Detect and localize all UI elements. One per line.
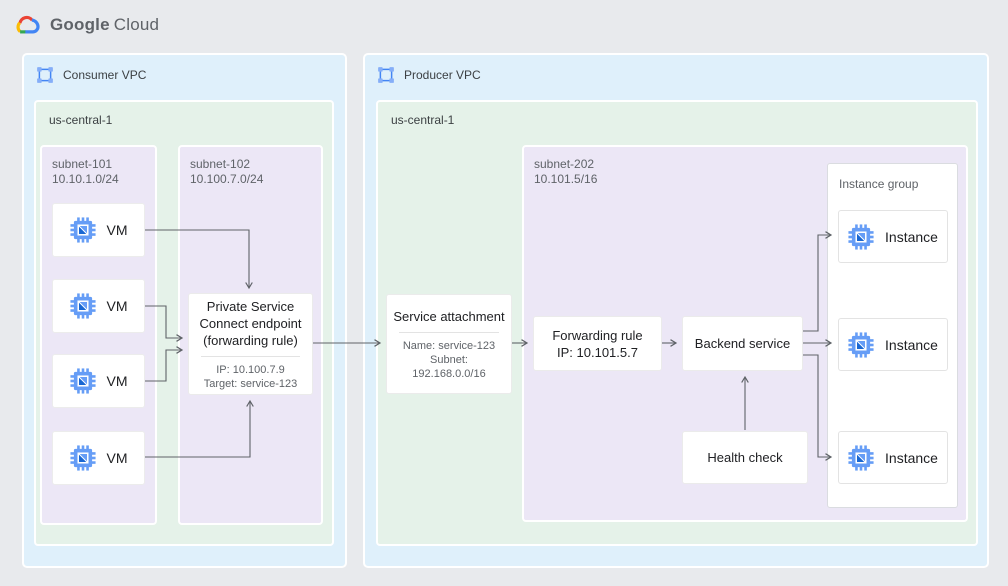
subnet-202-cidr: 10.101.5/16: [534, 172, 598, 186]
vm-label: VM: [106, 222, 128, 238]
instance-chip-icon: [848, 223, 874, 250]
producer-vpc-label: Producer VPC: [404, 68, 481, 82]
vm-chip-icon: [69, 368, 96, 394]
vm-label: VM: [106, 373, 128, 389]
google-cloud-logo-icon: [13, 13, 41, 36]
service-attachment-subnet-label: Subnet:: [430, 353, 468, 366]
instance-label: Instance: [885, 449, 938, 466]
vm-chip-icon: [69, 293, 96, 319]
instance-label: Instance: [885, 336, 938, 353]
subnet-202-label: subnet-202 10.101.5/16: [534, 157, 597, 187]
consumer-vpc-label: Consumer VPC: [63, 68, 147, 82]
service-attachment-box: Service attachment Name: service-123 Sub…: [386, 294, 512, 394]
service-attachment-subnet-cidr: 192.168.0.0/16: [412, 367, 486, 380]
vm-box-1: VM: [52, 203, 145, 257]
instance-box-1: Instance: [838, 210, 948, 263]
vm-label: VM: [106, 298, 128, 314]
subnet-102: subnet-102 10.100.7.0/24 Private Service…: [178, 145, 323, 525]
subnet-202: subnet-202 10.101.5/16 Forwarding rule I…: [522, 145, 968, 522]
producer-vpc-container: Producer VPC us-central-1 Service attach…: [363, 53, 989, 568]
health-check-label: Health check: [707, 450, 783, 465]
producer-vpc-header: Producer VPC: [365, 55, 987, 95]
backend-service-label: Backend service: [694, 336, 791, 351]
subnet-202-name: subnet-202: [534, 157, 595, 171]
consumer-vpc-container: Consumer VPC us-central-1 subnet-101 10.…: [22, 53, 347, 568]
logo-word-google: Google: [50, 14, 110, 34]
vm-chip-icon: [69, 217, 96, 243]
instance-group-container: Instance group: [827, 163, 958, 508]
forwarding-rule-line1: Forwarding rule: [552, 327, 643, 343]
instance-box-3: Instance: [838, 431, 948, 484]
logo-word-cloud: Cloud: [113, 14, 160, 34]
vm-box-4: VM: [52, 431, 145, 485]
service-attachment-title: Service attachment: [393, 308, 505, 324]
psc-endpoint-ip: IP: 10.100.7.9: [216, 363, 285, 376]
instance-box-2: Instance: [838, 318, 948, 371]
vpc-network-icon: [377, 66, 395, 84]
vm-box-2: VM: [52, 279, 145, 333]
divider: [201, 355, 300, 357]
subnet-102-label: subnet-102 10.100.7.0/24: [190, 157, 263, 187]
subnet-101-name: subnet-101: [52, 157, 113, 171]
instance-chip-icon: [848, 444, 874, 471]
instance-group-label: Instance group: [839, 177, 919, 191]
vm-label: VM: [106, 450, 128, 466]
producer-region: us-central-1 Service attachment Name: se…: [376, 100, 978, 546]
psc-endpoint-title: Private Service Connect endpoint (forwar…: [199, 298, 302, 348]
instance-chip-icon: [848, 331, 874, 358]
producer-region-label: us-central-1: [391, 113, 455, 127]
health-check-box: Health check: [682, 431, 808, 484]
forwarding-rule-box: Forwarding rule IP: 10.101.5.7: [533, 316, 662, 371]
subnet-102-name: subnet-102: [190, 157, 251, 171]
vm-chip-icon: [69, 445, 96, 471]
subnet-101: subnet-101 10.10.1.0/24: [40, 145, 157, 525]
divider: [399, 331, 499, 333]
consumer-vpc-header: Consumer VPC: [24, 55, 345, 95]
forwarding-rule-line2: IP: 10.101.5.7: [557, 344, 638, 360]
subnet-102-cidr: 10.100.7.0/24: [190, 172, 264, 186]
consumer-region: us-central-1 subnet-101 10.10.1.0/24: [34, 100, 334, 546]
backend-service-box: Backend service: [682, 316, 803, 371]
service-attachment-name: Name: service-123: [402, 339, 496, 352]
vm-box-3: VM: [52, 354, 145, 408]
consumer-region-label: us-central-1: [49, 113, 113, 127]
subnet-101-cidr: 10.10.1.0/24: [52, 172, 119, 186]
subnet-101-label: subnet-101 10.10.1.0/24: [52, 157, 119, 187]
vpc-network-icon: [36, 66, 54, 84]
instance-label: Instance: [885, 228, 938, 245]
psc-endpoint-box: Private Service Connect endpoint (forwar…: [188, 293, 313, 395]
psc-endpoint-target: Target: service-123: [203, 377, 298, 390]
